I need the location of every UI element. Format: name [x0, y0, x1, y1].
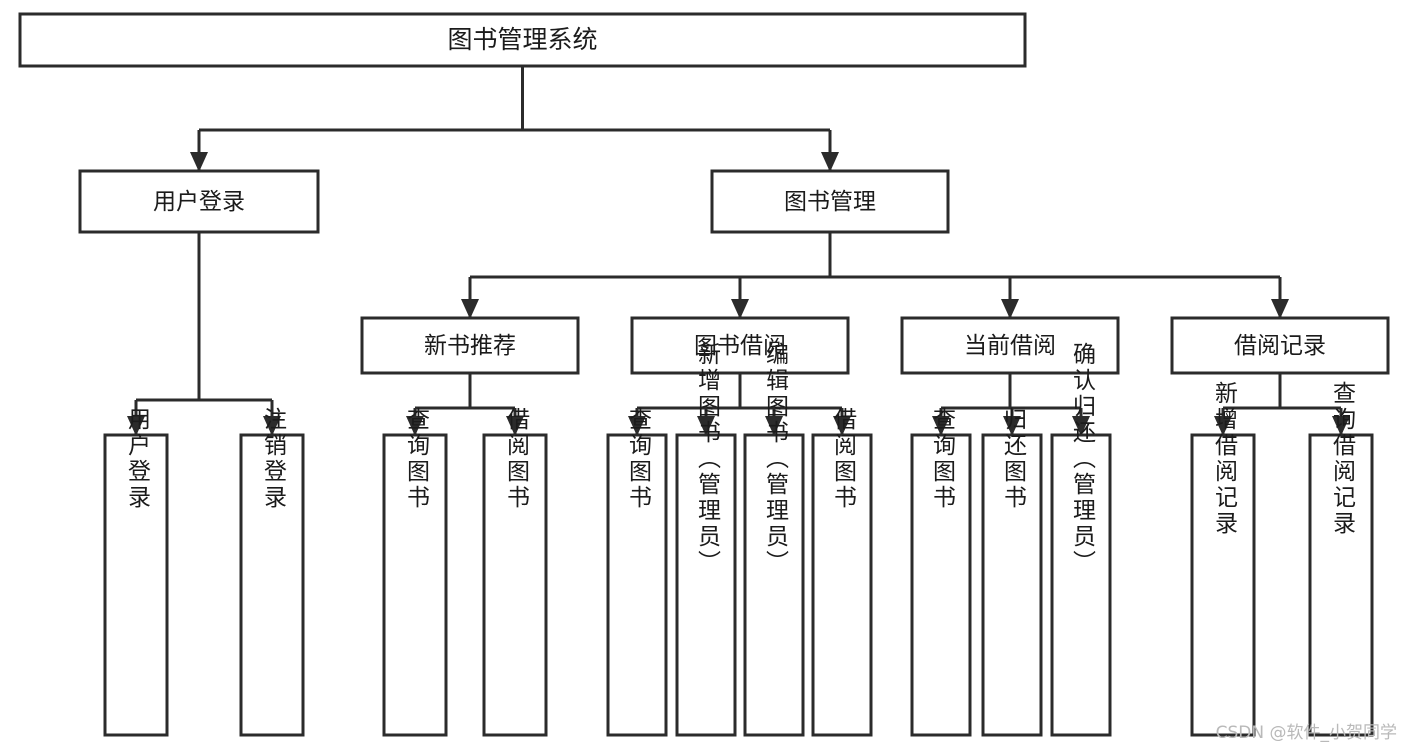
- arrow-head-current-borrow-to-leaf-return-book: [1003, 416, 1021, 436]
- node-box-leaf-query-book-borrow[interactable]: [606, 433, 668, 737]
- arrow-head-book-borrow-to-leaf-borrow-book: [833, 416, 851, 436]
- node-box-new-book-recommend[interactable]: [360, 316, 580, 375]
- node-box-leaf-confirm-return[interactable]: [1050, 433, 1112, 737]
- node-leaf-logout[interactable]: 注销登录: [239, 407, 305, 737]
- arrow-head-book-borrow-to-leaf-query-book-borrow: [628, 416, 646, 436]
- node-box-leaf-return-book[interactable]: [981, 433, 1043, 737]
- node-box-root[interactable]: [18, 12, 1027, 68]
- arrow-head-current-borrow-to-leaf-query-book-current: [932, 416, 950, 436]
- node-label-leaf-borrow-book: 借阅图书: [830, 407, 858, 511]
- node-label-root: 图书管理系统: [447, 25, 597, 54]
- node-box-user-login[interactable]: [78, 169, 320, 234]
- node-box-leaf-add-book[interactable]: [675, 433, 737, 737]
- node-label-leaf-add-record: 新增借阅记录: [1211, 381, 1239, 537]
- arrow-head-borrow-record-to-leaf-query-record: [1332, 416, 1350, 436]
- node-user-login[interactable]: 用户登录: [78, 169, 320, 234]
- node-box-leaf-user-login[interactable]: [103, 433, 169, 737]
- node-layer: 图书管理系统用户登录图书管理新书推荐图书借阅当前借阅借阅记录用户登录注销登录查询…: [18, 12, 1390, 737]
- node-box-current-borrow[interactable]: [900, 316, 1120, 375]
- arrow-head-new-book-recommend-to-leaf-query-book-recommend: [406, 416, 424, 436]
- node-label-leaf-edit-book: 编辑图书（管理员）: [762, 342, 790, 576]
- arrow-head-book-manage-to-book-borrow: [731, 299, 749, 319]
- node-label-leaf-query-book-current: 查询图书: [929, 407, 957, 511]
- node-root[interactable]: 图书管理系统: [18, 12, 1027, 68]
- node-label-leaf-add-book: 新增图书（管理员）: [694, 342, 722, 576]
- node-label-book-manage: 图书管理: [784, 189, 876, 215]
- node-label-leaf-logout: 注销登录: [260, 407, 288, 511]
- node-borrow-record[interactable]: 借阅记录: [1170, 316, 1390, 375]
- node-leaf-query-book-current[interactable]: 查询图书: [910, 407, 972, 737]
- node-label-leaf-query-book-borrow: 查询图书: [625, 407, 653, 511]
- node-box-book-borrow[interactable]: [630, 316, 850, 375]
- arrow-head-user-login-to-leaf-user-login: [127, 416, 145, 436]
- node-label-leaf-return-book: 归还图书: [1000, 407, 1028, 511]
- node-label-borrow-record: 借阅记录: [1234, 333, 1326, 359]
- node-label-user-login: 用户登录: [153, 189, 245, 215]
- node-label-leaf-confirm-return: 确认归还（管理员）: [1069, 342, 1097, 576]
- node-leaf-add-record[interactable]: 新增借阅记录: [1190, 381, 1256, 737]
- node-label-current-borrow: 当前借阅: [964, 333, 1056, 359]
- node-label-leaf-query-record: 查询借阅记录: [1329, 381, 1357, 537]
- node-leaf-borrow-book[interactable]: 借阅图书: [811, 407, 873, 737]
- node-leaf-return-book[interactable]: 归还图书: [981, 407, 1043, 737]
- node-current-borrow[interactable]: 当前借阅: [900, 316, 1120, 375]
- node-leaf-query-book-recommend[interactable]: 查询图书: [382, 407, 448, 737]
- node-leaf-add-book[interactable]: 新增图书（管理员）: [675, 342, 737, 737]
- node-leaf-user-login[interactable]: 用户登录: [103, 407, 169, 737]
- arrow-head-book-manage-to-current-borrow: [1001, 299, 1019, 319]
- arrow-head-book-manage-to-borrow-record: [1271, 299, 1289, 319]
- node-book-manage[interactable]: 图书管理: [710, 169, 950, 234]
- node-box-leaf-add-record[interactable]: [1190, 433, 1256, 737]
- node-box-leaf-borrow-book-recommend[interactable]: [482, 433, 548, 737]
- node-label-leaf-user-login: 用户登录: [124, 407, 152, 511]
- arrow-head-current-borrow-to-leaf-confirm-return: [1072, 416, 1090, 436]
- node-box-leaf-borrow-book[interactable]: [811, 433, 873, 737]
- node-leaf-borrow-book-recommend[interactable]: 借阅图书: [482, 407, 548, 737]
- arrow-head-book-borrow-to-leaf-add-book: [697, 416, 715, 436]
- node-box-book-manage[interactable]: [710, 169, 950, 234]
- node-label-leaf-query-book-recommend: 查询图书: [403, 407, 431, 511]
- node-leaf-query-record[interactable]: 查询借阅记录: [1308, 381, 1374, 737]
- node-leaf-confirm-return[interactable]: 确认归还（管理员）: [1050, 342, 1112, 737]
- node-label-book-borrow: 图书借阅: [694, 333, 786, 359]
- arrow-head-borrow-record-to-leaf-add-record: [1214, 416, 1232, 436]
- node-leaf-query-book-borrow[interactable]: 查询图书: [606, 407, 668, 737]
- node-box-borrow-record[interactable]: [1170, 316, 1390, 375]
- arrow-head-book-borrow-to-leaf-edit-book: [765, 416, 783, 436]
- arrow-head-root-to-book-manage: [821, 152, 839, 172]
- arrow-head-book-manage-to-new-book-recommend: [461, 299, 479, 319]
- arrow-head-root-to-user-login: [190, 152, 208, 172]
- arrow-head-new-book-recommend-to-leaf-borrow-book-recommend: [506, 416, 524, 436]
- watermark-label: CSDN @软件_小贺同学: [1215, 723, 1397, 743]
- node-label-leaf-borrow-book-recommend: 借阅图书: [503, 407, 531, 511]
- node-box-leaf-query-book-current[interactable]: [910, 433, 972, 737]
- node-box-leaf-logout[interactable]: [239, 433, 305, 737]
- node-book-borrow[interactable]: 图书借阅: [630, 316, 850, 375]
- arrow-head-user-login-to-leaf-logout: [263, 416, 281, 436]
- node-label-new-book-recommend: 新书推荐: [424, 333, 516, 359]
- connector-layer: [127, 66, 1350, 436]
- node-box-leaf-query-book-recommend[interactable]: [382, 433, 448, 737]
- node-new-book-recommend[interactable]: 新书推荐: [360, 316, 580, 375]
- node-leaf-edit-book[interactable]: 编辑图书（管理员）: [743, 342, 805, 737]
- node-box-leaf-edit-book[interactable]: [743, 433, 805, 737]
- node-box-leaf-query-record[interactable]: [1308, 433, 1374, 737]
